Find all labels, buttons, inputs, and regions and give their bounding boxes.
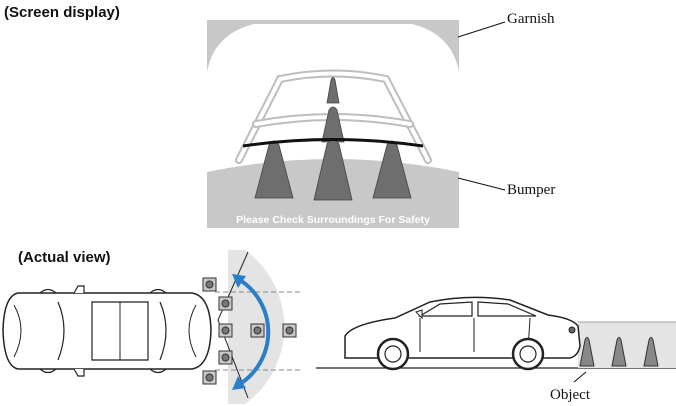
top-cone [282,323,297,338]
cone-mid [321,106,345,143]
actual-view-heading: (Actual view) [18,249,111,266]
car-side-view [344,296,581,371]
camera-sweep-arrow [232,274,271,390]
object-leader [573,371,587,383]
field-of-view-edge [217,251,249,399]
distance-guide-line [242,138,424,148]
car-top-view [2,285,212,377]
side-cones [579,337,659,367]
top-cone [218,296,233,311]
side-cone [579,337,595,367]
cone-group [254,77,412,201]
top-cone [202,370,217,385]
top-cones [202,277,297,385]
garnish-leader [457,21,506,38]
top-cone [202,277,217,292]
side-cone [611,337,627,367]
bumper-label: Bumper [507,182,555,198]
top-cone [250,323,265,338]
side-cone [643,337,659,367]
garnish-label: Garnish [507,11,555,27]
camera-screen: Please Check Surroundings For Safety [207,20,459,228]
object-label: Object [550,387,591,403]
top-cone [218,350,233,365]
bumper-leader [457,177,506,191]
top-cone [218,323,233,338]
rear-view-zone [578,322,676,368]
cone-far [326,77,340,104]
screen-display-heading: (Screen display) [4,4,120,21]
safety-warning-text: Please Check Surroundings For Safety [236,214,430,226]
